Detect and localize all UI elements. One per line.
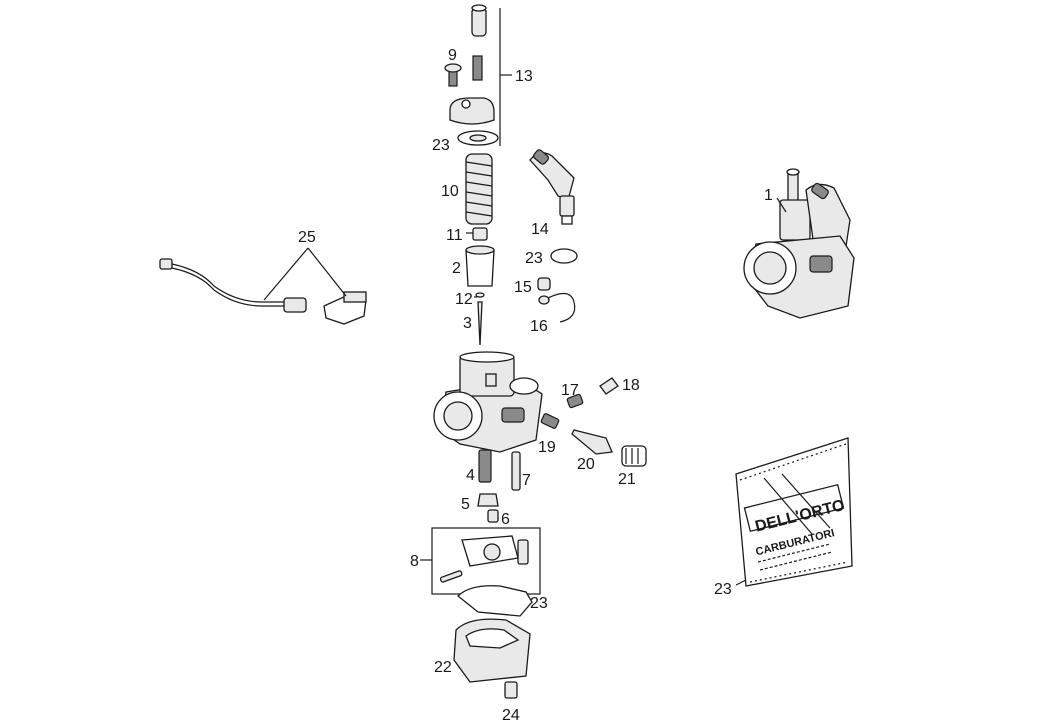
callout-20: 20 bbox=[577, 456, 595, 473]
gasket-kit-bag: DELL'ORTO CARBURATORI bbox=[735, 437, 853, 587]
cap-21 bbox=[621, 445, 647, 467]
callout-17: 17 bbox=[561, 382, 579, 399]
screw-18 bbox=[599, 377, 619, 395]
drain-screw-24 bbox=[504, 681, 518, 699]
fuel-filter-4 bbox=[478, 449, 492, 483]
callout-23-choke: 23 bbox=[525, 250, 543, 267]
callout-5: 5 bbox=[461, 496, 470, 513]
callout-18: 18 bbox=[622, 377, 640, 394]
tube-7 bbox=[511, 451, 521, 491]
screw-15 bbox=[537, 277, 551, 291]
callout-6: 6 bbox=[501, 511, 510, 528]
throttle-slide-2 bbox=[465, 245, 495, 287]
spring-17 bbox=[566, 393, 584, 409]
callout-7: 7 bbox=[522, 472, 531, 489]
callout-24: 24 bbox=[502, 707, 520, 724]
electric-choke-25 bbox=[159, 258, 367, 325]
float-8 bbox=[439, 535, 529, 583]
leader-1 bbox=[776, 197, 787, 213]
callout-25: 25 bbox=[298, 229, 316, 246]
choke-lever-14 bbox=[529, 149, 575, 225]
float-bowl-22 bbox=[453, 618, 531, 683]
callout-23-cap: 23 bbox=[432, 137, 450, 154]
callout-9: 9 bbox=[448, 47, 457, 64]
callout-1: 1 bbox=[764, 187, 773, 204]
clip-16 bbox=[538, 292, 576, 323]
needle-ring-12 bbox=[475, 292, 485, 298]
leader-25b bbox=[307, 247, 347, 297]
callout-14: 14 bbox=[531, 221, 549, 238]
callout-3: 3 bbox=[463, 315, 472, 332]
slide-guide-tube bbox=[471, 4, 487, 37]
callout-11: 11 bbox=[446, 227, 463, 244]
spring-10 bbox=[465, 153, 493, 225]
leader-23-kit bbox=[735, 579, 747, 586]
assembled-carburetor-1 bbox=[743, 168, 855, 319]
cap-gasket-23 bbox=[457, 130, 499, 146]
callout-12: 12 bbox=[455, 291, 473, 308]
callout-2: 2 bbox=[452, 260, 461, 277]
float-bowl-gasket-23 bbox=[457, 585, 533, 617]
adjuster-screw-13 bbox=[472, 55, 483, 81]
callout-13: 13 bbox=[515, 68, 533, 85]
callout-22: 22 bbox=[434, 659, 452, 676]
callout-21: 21 bbox=[618, 471, 636, 488]
carburetor-body bbox=[433, 351, 543, 453]
slide-cap bbox=[449, 97, 495, 125]
callout-19: 19 bbox=[538, 439, 556, 456]
callout-16: 16 bbox=[530, 318, 548, 335]
jet-6 bbox=[487, 509, 499, 523]
callout-8: 8 bbox=[410, 553, 419, 570]
callout-23-kit: 23 bbox=[714, 581, 732, 598]
mixture-screw-20 bbox=[571, 429, 613, 455]
screw-9 bbox=[444, 63, 462, 87]
leader-25a bbox=[263, 247, 309, 301]
callout-15: 15 bbox=[514, 279, 532, 296]
o-ring-23-choke bbox=[550, 248, 578, 264]
needle-3 bbox=[477, 301, 483, 346]
main-jet-5 bbox=[477, 493, 499, 507]
callout-4: 4 bbox=[466, 467, 475, 484]
callout-10: 10 bbox=[441, 183, 459, 200]
spring-19 bbox=[540, 413, 560, 429]
callout-23-bowl: 23 bbox=[530, 595, 548, 612]
needle-clip-11 bbox=[472, 227, 488, 241]
